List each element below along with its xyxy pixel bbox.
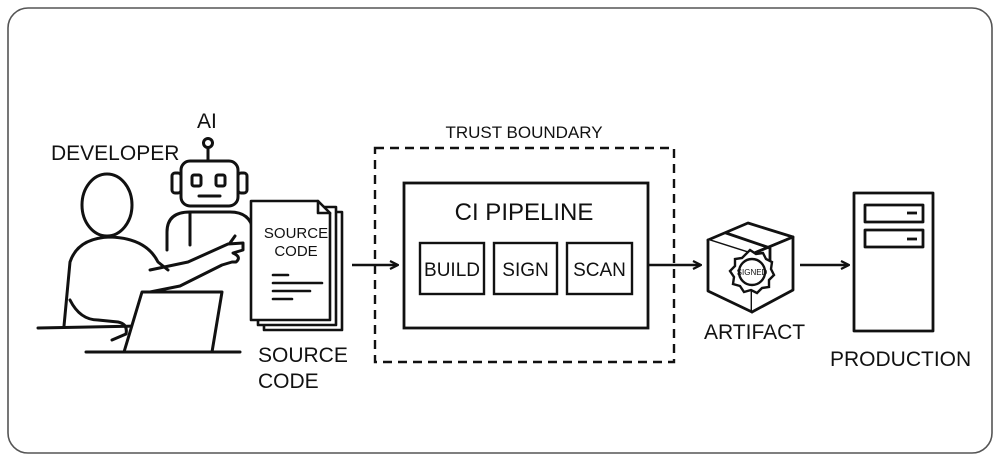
robot-icon bbox=[165, 137, 255, 252]
source-code-label-line1: SOURCE bbox=[258, 344, 348, 367]
source-code-label-line2: CODE bbox=[258, 370, 319, 393]
person-with-laptop-icon bbox=[36, 172, 245, 354]
server-tower-icon bbox=[852, 191, 935, 333]
seal-text: SIGNED bbox=[737, 268, 768, 277]
ci-pipeline-title: CI PIPELINE bbox=[455, 199, 594, 226]
document-text-line2: CODE bbox=[274, 243, 317, 260]
scan-step bbox=[565, 241, 634, 296]
build-step bbox=[418, 241, 486, 296]
source-code-document-icon bbox=[249, 199, 344, 332]
trust-boundary bbox=[373, 146, 676, 364]
document-text-line1: SOURCE bbox=[264, 225, 328, 242]
sign-step bbox=[492, 241, 559, 296]
production-label: PRODUCTION bbox=[830, 348, 971, 371]
build-step-label: BUILD bbox=[424, 260, 480, 281]
scan-step-label: SCAN bbox=[573, 260, 626, 281]
signed-seal-icon bbox=[728, 248, 776, 295]
trust-boundary-label: TRUST BOUNDARY bbox=[445, 123, 602, 142]
sign-step-label: SIGN bbox=[502, 260, 548, 281]
ai-label: AI bbox=[197, 110, 217, 133]
artifact-label: ARTIFACT bbox=[704, 321, 805, 344]
developer-label: DEVELOPER bbox=[51, 142, 179, 165]
